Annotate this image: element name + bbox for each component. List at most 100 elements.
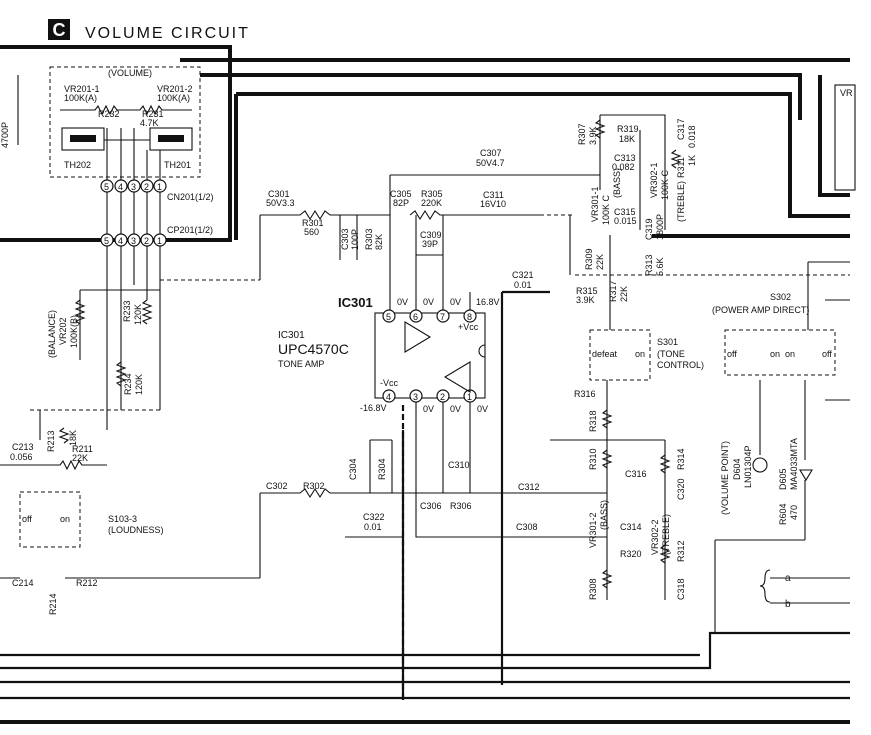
s103-on: on bbox=[60, 514, 70, 524]
c302-label: C302 bbox=[266, 481, 288, 491]
d605-label: D605 bbox=[778, 468, 788, 490]
c313-label: C313 bbox=[614, 153, 636, 163]
vr302-1-label: VR302-1 bbox=[649, 162, 659, 198]
ic-pin-2: 2 bbox=[440, 392, 445, 402]
vr302-2-fn: (TREBLE) bbox=[661, 514, 671, 555]
ic-vcc-pos: +Vcc bbox=[458, 322, 479, 332]
cn201-pin-2: 2 bbox=[144, 182, 149, 192]
th202-label: TH202 bbox=[64, 160, 91, 170]
s301-function-2: CONTROL) bbox=[657, 360, 704, 370]
switch-s301[interactable]: defeat on S301 (TONE CONTROL) bbox=[589, 329, 704, 381]
c303-value: 100P bbox=[350, 229, 360, 250]
right-edge-vr: VR bbox=[840, 88, 853, 98]
ic-pin-8: 8 bbox=[467, 312, 472, 322]
ic-pin-5-volt: 0V bbox=[397, 297, 408, 307]
cp201-pin-1: 1 bbox=[157, 236, 162, 246]
s103-function: (LOUDNESS) bbox=[108, 525, 164, 535]
r307-label: R307 bbox=[577, 123, 587, 145]
c304-label: C304 bbox=[348, 458, 358, 480]
r313-value: 5.6K bbox=[655, 257, 665, 276]
c312-label: C312 bbox=[518, 482, 540, 492]
c319-value: 1800P bbox=[655, 214, 665, 240]
c303-label: C303 bbox=[340, 228, 350, 250]
volume-point-section: (VOLUME POINT) D604 LN01304P D605 MA4033… bbox=[714, 380, 813, 633]
d604-label: D604 bbox=[732, 458, 742, 480]
c316-label: C316 bbox=[625, 469, 647, 479]
c301-label: C301 bbox=[268, 189, 290, 199]
ic-input-network: C301 50V3.3 R301 560 C303 100P R303 82K … bbox=[260, 148, 600, 685]
r302-label: R302 bbox=[303, 481, 325, 491]
r234-label: R234 bbox=[123, 373, 133, 395]
output-a: a bbox=[785, 573, 791, 584]
r319-value: 18K bbox=[619, 134, 635, 144]
c318-label: C318 bbox=[676, 578, 686, 600]
c314-label: C314 bbox=[620, 522, 642, 532]
r231-label: R231 bbox=[142, 109, 164, 119]
s103-off: off bbox=[22, 514, 32, 524]
vr202-balance-label: (BALANCE) bbox=[47, 310, 57, 358]
cn201-pin-4: 4 bbox=[118, 182, 123, 192]
outputs: a b bbox=[759, 569, 850, 610]
r308-label: R308 bbox=[588, 578, 598, 600]
section-title: VOLUME CIRCUIT bbox=[85, 25, 250, 42]
ic301-part: UPC4570C bbox=[278, 341, 349, 357]
c317-value: 0.018 bbox=[687, 125, 697, 148]
r316-label: R316 bbox=[574, 389, 596, 399]
tone-network-upper: R307 3.9K R319 18K C317 0.018 C313 0.082… bbox=[575, 114, 850, 330]
c307-value: 50V4.7 bbox=[476, 158, 505, 168]
vr201-2-value: 100K(A) bbox=[157, 93, 190, 103]
c307-label: C307 bbox=[480, 148, 502, 158]
ic-pin-3: 3 bbox=[413, 392, 418, 402]
r309-value: 22K bbox=[595, 254, 605, 270]
c309-value: 39P bbox=[422, 239, 438, 249]
vr301-1-fn: (BASS) bbox=[612, 168, 622, 198]
c322-label: C322 bbox=[363, 512, 385, 522]
ic-pin-6: 6 bbox=[413, 312, 418, 322]
r604-value: 470 bbox=[789, 505, 799, 520]
s302-label: S302 bbox=[770, 292, 791, 302]
s302-off-right: off bbox=[822, 349, 832, 359]
c305-value: 82P bbox=[393, 198, 409, 208]
ic-pin-1-volt: 0V bbox=[477, 404, 488, 414]
volume-point-label: (VOLUME POINT) bbox=[720, 441, 730, 515]
section-badge-letter: C bbox=[53, 20, 66, 40]
r312-label: R312 bbox=[676, 540, 686, 562]
r314-label: R314 bbox=[676, 448, 686, 470]
right-edge: VR bbox=[807, 84, 856, 401]
ic-pin-7: 7 bbox=[440, 312, 445, 322]
c213-label: C213 bbox=[12, 442, 34, 452]
vr301-2-fn: (BASS) bbox=[599, 500, 609, 530]
c315-label: C315 bbox=[614, 207, 636, 217]
left-partial-cap: 4700P bbox=[0, 75, 19, 148]
r317-value: 22K bbox=[619, 286, 629, 302]
r232-label: R232 bbox=[98, 109, 120, 119]
r311-label: R311 bbox=[676, 157, 686, 178]
c311-label: C311 bbox=[483, 190, 504, 200]
cp201-pin-2: 2 bbox=[144, 236, 149, 246]
r303-label: R303 bbox=[364, 228, 374, 250]
r313-label: R313 bbox=[644, 254, 654, 276]
vr201-2-label: VR201-2 bbox=[157, 84, 193, 94]
r233-value: 120K bbox=[133, 304, 143, 325]
d604-value: LN01304P bbox=[743, 445, 753, 488]
cp201-pin-5: 5 bbox=[104, 236, 109, 246]
cn201-pin-3: 3 bbox=[131, 182, 136, 192]
r213-value: 18K bbox=[68, 430, 78, 446]
connector-cp201: 5 4 3 2 1 CP201(1/2) bbox=[100, 192, 213, 247]
d605-value: MA4033MTA bbox=[789, 438, 799, 490]
c322-value: 0.01 bbox=[364, 522, 382, 532]
loudness-section: C213 0.056 R213 18K R211 22K off on S103… bbox=[0, 410, 261, 615]
ic-rail-pos: 16.8V bbox=[476, 297, 500, 307]
c310-label: C310 bbox=[448, 460, 470, 470]
c321-value: 0.01 bbox=[514, 280, 532, 290]
switch-s302[interactable]: S302 (POWER AMP DIRECT) off on on off bbox=[712, 292, 836, 376]
connector-cn201: 5 4 3 2 1 CN201(1/2) bbox=[100, 179, 214, 202]
ic-pin-4: 4 bbox=[386, 392, 391, 402]
ic-pin-1: 1 bbox=[467, 392, 472, 402]
cp201-pin-3: 3 bbox=[131, 236, 136, 246]
s302-on-left: on bbox=[770, 349, 780, 359]
cap-4700p-label: 4700P bbox=[0, 122, 10, 148]
ic301: IC301 IC301 UPC4570C TONE AMP +Vcc -Vcc … bbox=[278, 295, 500, 414]
r319-label: R319 bbox=[617, 124, 639, 134]
